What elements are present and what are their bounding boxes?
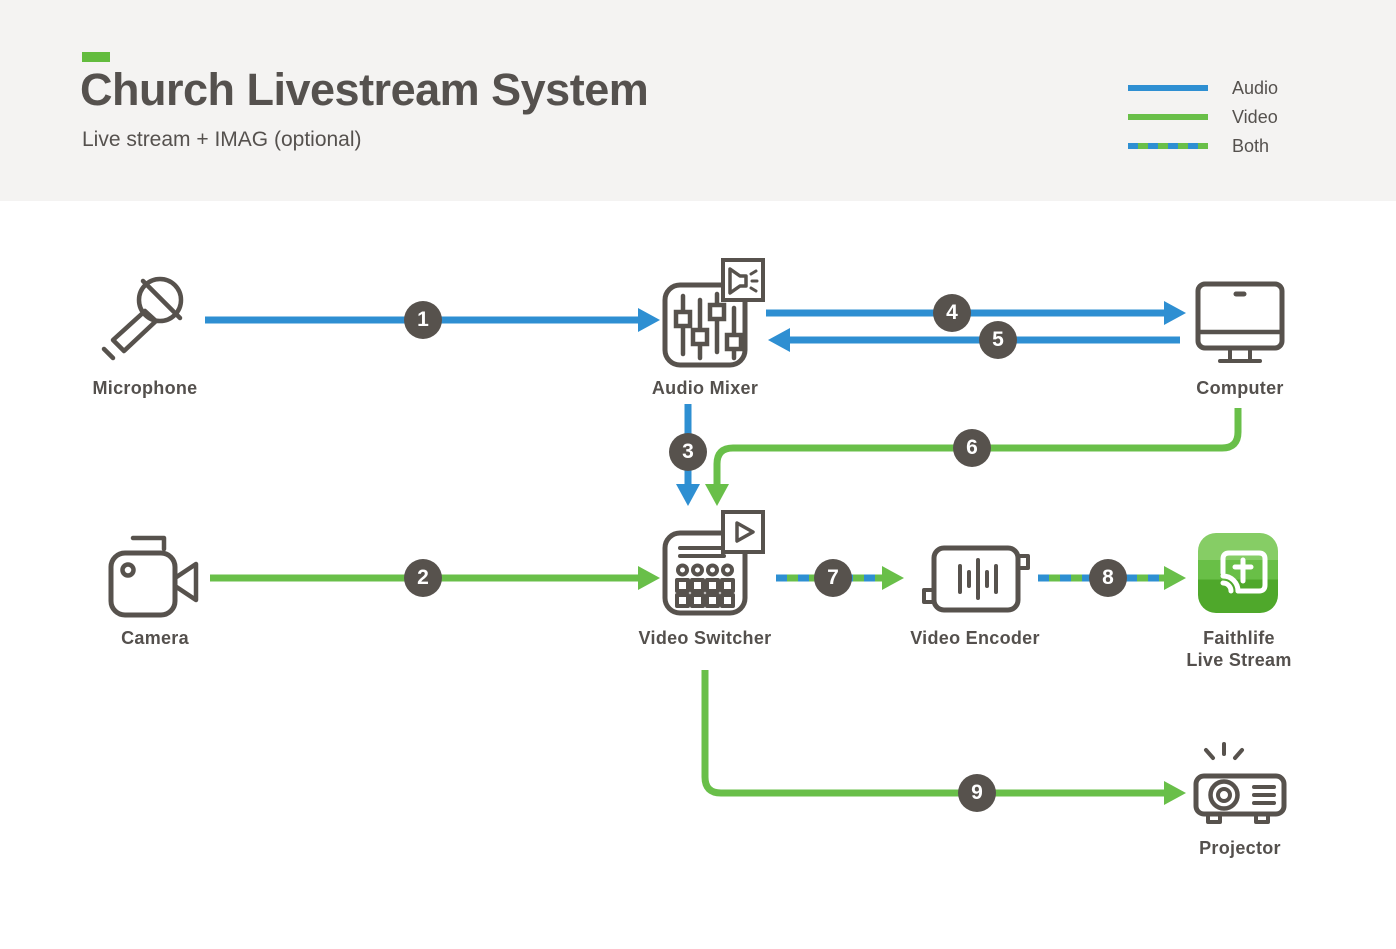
arrowhead	[638, 566, 660, 590]
speaker-icon	[721, 258, 765, 302]
projector-icon	[1190, 736, 1290, 828]
arrowhead	[676, 484, 700, 506]
arrowhead	[1164, 566, 1186, 590]
header-band: Church Livestream System Live stream + I…	[0, 0, 1396, 201]
arrowhead	[638, 308, 660, 332]
computer-icon	[1192, 280, 1288, 368]
arrowhead	[768, 328, 790, 352]
video-encoder-icon	[920, 542, 1032, 618]
audio-line-swatch	[1128, 85, 1208, 91]
page-subtitle: Live stream + IMAG (optional)	[82, 128, 362, 151]
audio-mixer-label: Audio Mixer	[651, 378, 759, 398]
connection-badge-3: 3	[669, 433, 707, 471]
both-line-swatch	[1128, 143, 1208, 149]
legend-item-video: Video	[1128, 107, 1368, 127]
computer-label: Computer	[1196, 378, 1284, 398]
faithlife-label: Faithlife Live Stream	[1129, 627, 1349, 671]
connection-badge-8: 8	[1089, 559, 1127, 597]
connection-badge-7: 7	[814, 559, 852, 597]
faithlife-app-icon	[1198, 533, 1278, 613]
accent-dash	[82, 52, 110, 62]
legend-item-audio: Audio	[1128, 78, 1368, 98]
legend-item-both: Both	[1128, 136, 1368, 156]
projector-label: Projector	[1199, 838, 1281, 858]
video-switcher-label: Video Switcher	[638, 628, 772, 648]
arrowhead	[1164, 781, 1186, 805]
connection-badge-9: 9	[958, 774, 996, 812]
faithlife-label-line1: Faithlife	[1203, 628, 1275, 648]
legend-label: Video	[1232, 107, 1278, 127]
connector-switcher-to-projector	[701, 670, 1166, 797]
arrowhead	[882, 566, 904, 590]
connection-badge-5: 5	[979, 321, 1017, 359]
connection-badge-2: 2	[404, 559, 442, 597]
microphone-label: Microphone	[92, 378, 198, 398]
microphone-icon	[100, 270, 196, 366]
arrowhead	[1164, 301, 1186, 325]
connection-badge-6: 6	[953, 429, 991, 467]
video-switcher-icon	[660, 528, 750, 618]
arrowhead	[705, 484, 729, 506]
video-encoder-label: Video Encoder	[910, 628, 1040, 648]
connection-badge-1: 1	[404, 301, 442, 339]
page-title: Church Livestream System	[80, 64, 649, 115]
audio-mixer-icon	[660, 280, 750, 370]
play-icon	[721, 510, 765, 554]
camera-label: Camera	[121, 628, 189, 648]
camera-icon	[103, 525, 203, 625]
connection-badge-4: 4	[933, 294, 971, 332]
faithlife-label-line2: Live Stream	[1186, 650, 1292, 670]
legend-label: Both	[1232, 136, 1270, 156]
legend-label: Audio	[1232, 78, 1279, 98]
video-line-swatch	[1128, 114, 1208, 120]
